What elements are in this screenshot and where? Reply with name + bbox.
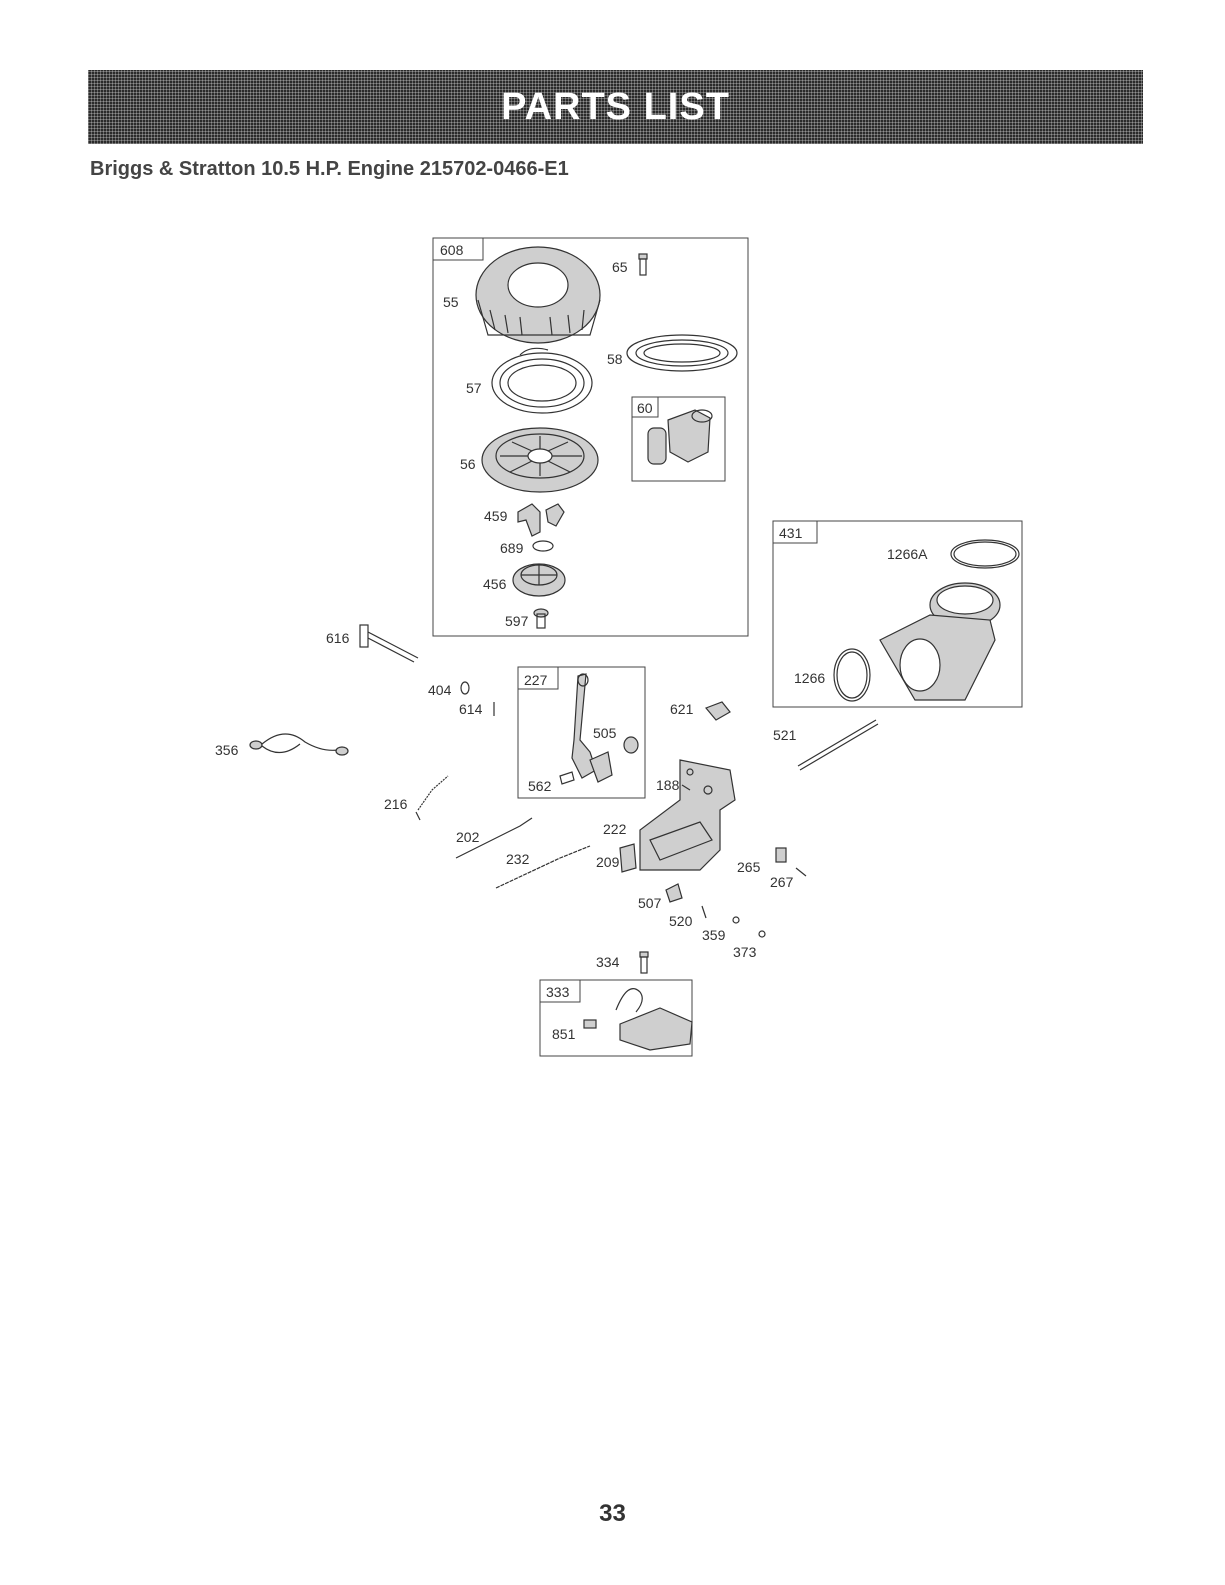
part-356-cable: [250, 734, 348, 755]
label-521: 521: [773, 727, 797, 743]
box-227-label: 227: [524, 672, 548, 688]
label-507: 507: [638, 895, 662, 911]
part-404-washer: [461, 682, 469, 694]
label-621: 621: [670, 701, 694, 717]
part-456-ratchet: [513, 564, 565, 596]
label-202: 202: [456, 829, 480, 845]
part-359: [733, 917, 739, 923]
part-334-bolt: [640, 952, 648, 973]
label-222: 222: [603, 821, 627, 837]
part-55-blower-housing: [476, 247, 600, 343]
part-521-rod: [798, 720, 878, 770]
label-562: 562: [528, 778, 552, 794]
label-597: 597: [505, 613, 529, 629]
part-57-rope: [492, 348, 592, 413]
box-608-label: 608: [440, 242, 464, 258]
label-456: 456: [483, 576, 507, 592]
part-216-spring: [416, 776, 448, 820]
part-labels: 65 55 58 57 56 459 689 456 597 1266A 126…: [215, 259, 928, 1042]
part-621-clip: [706, 702, 730, 720]
label-232: 232: [506, 851, 530, 867]
label-851: 851: [552, 1026, 576, 1042]
label-520: 520: [669, 913, 693, 929]
box-431-label: 431: [779, 525, 803, 541]
label-267: 267: [770, 874, 794, 890]
label-1266A: 1266A: [887, 546, 928, 562]
part-65-bolt: [639, 254, 647, 275]
label-356: 356: [215, 742, 239, 758]
label-65: 65: [612, 259, 628, 275]
label-334: 334: [596, 954, 620, 970]
part-689-clip: [533, 541, 553, 551]
part-267: [796, 868, 806, 876]
part-597-screw: [534, 609, 548, 628]
label-459: 459: [484, 508, 508, 524]
label-265: 265: [737, 859, 761, 875]
label-55: 55: [443, 294, 459, 310]
part-56-pulley: [482, 428, 598, 492]
label-216: 216: [384, 796, 408, 812]
label-188: 188: [656, 777, 680, 793]
label-209: 209: [596, 854, 620, 870]
label-1266: 1266: [794, 670, 825, 686]
box-60: 60: [632, 397, 725, 481]
label-56: 56: [460, 456, 476, 472]
part-459-pawl: [518, 504, 564, 536]
label-57: 57: [466, 380, 482, 396]
part-58-spring: [627, 335, 737, 371]
label-505: 505: [593, 725, 617, 741]
page-number: 33: [0, 1500, 1225, 1528]
label-616: 616: [326, 630, 350, 646]
label-359: 359: [702, 927, 726, 943]
label-404: 404: [428, 682, 452, 698]
label-614: 614: [459, 701, 483, 717]
part-373: [759, 931, 765, 937]
box-60-label: 60: [637, 400, 653, 416]
part-265: [776, 848, 786, 862]
box-333-label: 333: [546, 984, 570, 1000]
label-373: 373: [733, 944, 757, 960]
part-616-rod: [360, 625, 418, 662]
box-333: 333: [540, 980, 692, 1056]
label-689: 689: [500, 540, 524, 556]
label-58: 58: [607, 351, 623, 367]
